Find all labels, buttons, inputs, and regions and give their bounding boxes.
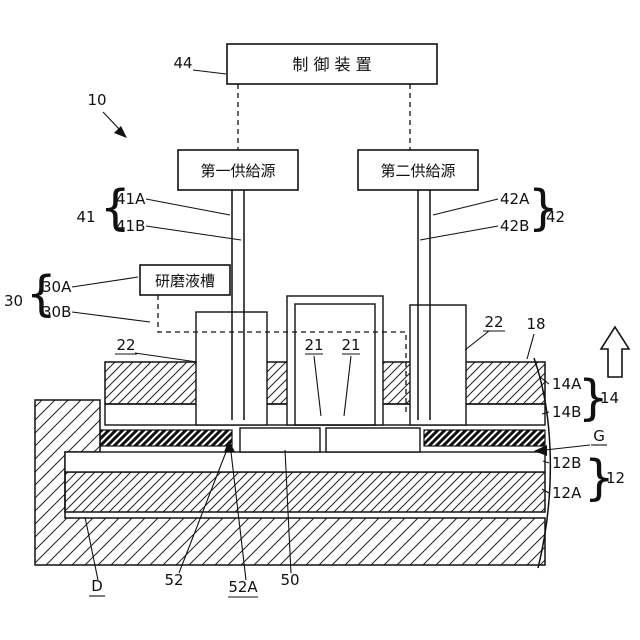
leader-30B: [71, 311, 151, 323]
base-block-D: [34, 399, 546, 566]
brace-14: }: [578, 370, 609, 426]
annotations: 44 10 41A 41B { 41 42A 42B } 42 30A 30B …: [4, 54, 631, 598]
up-direction-arrow-icon: [599, 325, 631, 378]
leader-21-a: [313, 355, 322, 417]
ref-42A: 42A: [500, 190, 530, 208]
ref-52: 52: [164, 571, 183, 589]
slurry-supply-path: [157, 295, 407, 412]
leader-42B: [419, 225, 499, 241]
leader-41A: [145, 198, 231, 216]
ref-12B: 12B: [552, 454, 581, 472]
nozzle-block-22-right: [409, 304, 467, 426]
ref-14B: 14B: [552, 403, 581, 421]
leader-14A: [539, 376, 550, 385]
gap-strip-left: [99, 429, 233, 447]
leader-42A: [432, 198, 499, 216]
gap-strip-right: [423, 429, 546, 447]
leader-21-b: [343, 355, 352, 417]
brace-42: }: [528, 180, 559, 236]
leader-22-left: [134, 352, 198, 363]
ref-52A-arrowhead-icon: [224, 440, 235, 452]
leader-12B: [542, 460, 550, 464]
workpiece-50-left: [239, 427, 321, 453]
layer-12B: [64, 451, 546, 473]
leader-14B: [541, 411, 550, 415]
leader-52: [178, 451, 227, 574]
supply1-label: 第一供給源: [200, 162, 275, 180]
layer-12A: [64, 471, 546, 513]
control-device-label: 制 御 装 置: [292, 55, 371, 74]
ref-D: D: [91, 577, 103, 595]
ref-10-arrow-line: [102, 111, 122, 132]
brace-41: {: [100, 180, 131, 236]
ref-44: 44: [173, 54, 192, 72]
ref-30: 30: [4, 292, 23, 310]
ref-50: 50: [280, 571, 299, 589]
brace-30: {: [26, 266, 57, 322]
ref-22-right: 22: [484, 313, 503, 331]
leader-18: [526, 333, 535, 360]
nozzle-block-21-outer: [286, 295, 384, 426]
slurry-tank-box: [139, 264, 231, 296]
leader-30A: [71, 276, 139, 288]
polishing-stack: [34, 190, 552, 569]
ref-21-a: 21: [304, 336, 323, 354]
ref-G: G: [593, 427, 605, 445]
supply2-label: 第二供給源: [380, 162, 455, 180]
leader-G: [544, 444, 591, 451]
ref-41A: 41A: [116, 190, 146, 208]
ref-14A: 14A: [552, 375, 582, 393]
ref-10: 10: [87, 91, 106, 109]
ref-14: 14: [600, 389, 619, 407]
flow-boxes: 制 御 装 置 第一供給源 第二供給源 研磨液槽: [139, 43, 479, 412]
gap-G-arrowhead-icon: [534, 445, 547, 456]
workpiece-50-right: [325, 427, 421, 453]
ref-30B: 30B: [42, 303, 71, 321]
ref-42: 42: [546, 208, 565, 226]
leader-22-right: [464, 330, 490, 351]
ref-41: 41: [76, 208, 95, 226]
ref-52A: 52A: [228, 578, 258, 596]
ref-41B: 41B: [116, 217, 145, 235]
leader-12A: [541, 488, 550, 494]
ref-12A: 12A: [552, 484, 582, 502]
ref-30A: 30A: [42, 278, 72, 296]
control-device-box: [226, 43, 438, 85]
leader-D: [84, 516, 99, 581]
nozzle-block-21-inner: [294, 303, 376, 426]
leader-52A: [230, 451, 247, 581]
ref-42B: 42B: [500, 217, 529, 235]
supply1-box: [177, 149, 299, 191]
ref-10-arrowhead-icon: [114, 126, 127, 138]
slurry-tank-label: 研磨液槽: [155, 272, 215, 290]
ref-12: 12: [606, 469, 625, 487]
ref-21-b: 21: [341, 336, 360, 354]
brace-12: }: [584, 450, 615, 506]
ref-22-left: 22: [116, 336, 135, 354]
ref-18: 18: [526, 315, 545, 333]
leader-44: [192, 69, 227, 75]
leader-41B: [145, 225, 242, 241]
leader-50: [284, 449, 292, 574]
cut-edge-curve: [533, 357, 552, 569]
supply2-box: [357, 149, 479, 191]
